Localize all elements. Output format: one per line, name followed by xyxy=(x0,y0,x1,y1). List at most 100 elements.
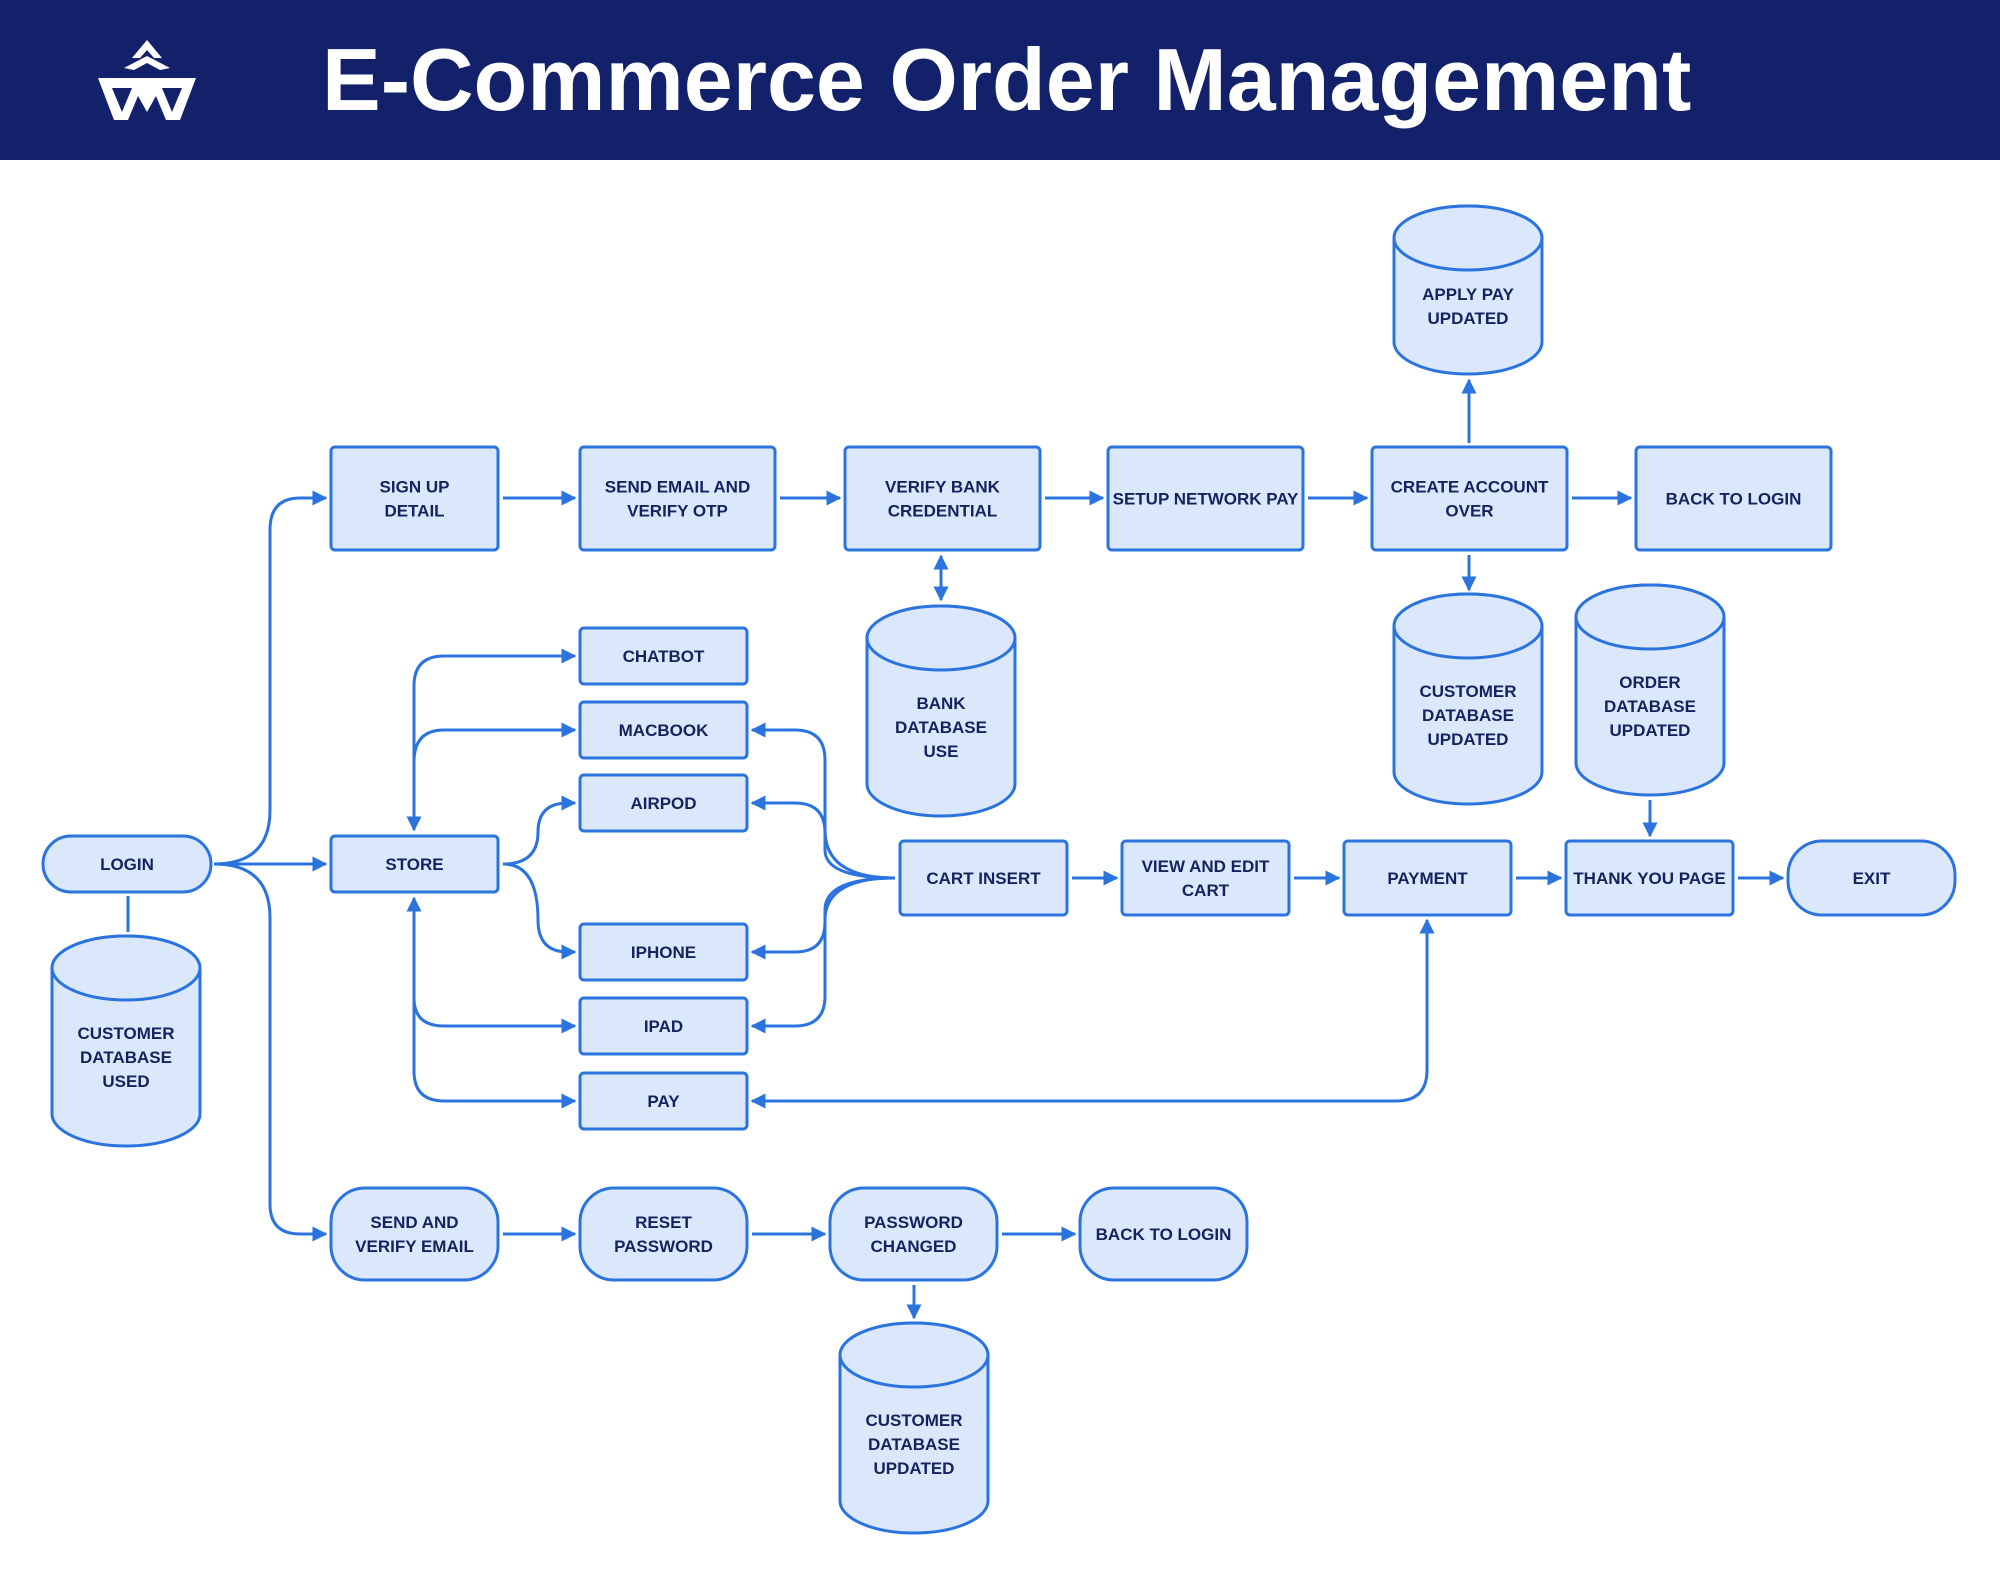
edge-store-to-macbook xyxy=(412,722,577,763)
node-back-to-login-top[interactable]: BACK TO LOGIN xyxy=(1634,445,1833,552)
node-box xyxy=(578,996,749,1056)
node-password-changed[interactable]: PASSWORD CHANGED xyxy=(828,1186,999,1282)
node-label: CREDENTIAL xyxy=(888,502,998,521)
node-macbook[interactable]: MACBOOK xyxy=(578,700,749,760)
edge-store-to-airpod xyxy=(502,795,577,866)
node-label: SEND EMAIL AND xyxy=(605,478,750,497)
node-label: DATABASE xyxy=(1422,706,1514,725)
node-store[interactable]: STORE xyxy=(329,834,500,894)
cylinder-top xyxy=(1392,592,1544,660)
node-label: SIGN UP xyxy=(380,478,450,497)
node-box xyxy=(828,1186,999,1282)
node-send-email-verify-otp[interactable]: SEND EMAIL AND VERIFY OTP xyxy=(578,445,777,552)
node-box xyxy=(1078,1186,1249,1282)
node-box xyxy=(578,1071,749,1131)
node-verify-bank-credential[interactable]: VERIFY BANK CREDENTIAL xyxy=(843,445,1042,552)
node-box xyxy=(329,445,500,552)
node-label: EXIT xyxy=(1853,869,1891,888)
node-label: CART INSERT xyxy=(926,869,1041,888)
node-box xyxy=(329,1186,500,1282)
node-bank-database-use[interactable]: BANK DATABASE USE xyxy=(865,604,1017,818)
node-label: SETUP NETWORK PAY xyxy=(1113,490,1299,509)
node-cart-insert[interactable]: CART INSERT xyxy=(898,839,1069,917)
node-view-edit-cart[interactable]: VIEW AND EDIT CART xyxy=(1120,839,1291,917)
node-login[interactable]: LOGIN xyxy=(41,834,213,894)
node-label: CHANGED xyxy=(871,1237,957,1256)
cylinder-top xyxy=(50,934,202,1002)
node-box xyxy=(843,445,1042,552)
node-box xyxy=(1786,839,1957,917)
node-box xyxy=(1634,445,1833,552)
node-label: CHATBOT xyxy=(623,647,705,666)
node-label: VERIFY OTP xyxy=(627,502,728,521)
node-box xyxy=(41,834,213,894)
node-send-verify-email[interactable]: SEND AND VERIFY EMAIL xyxy=(329,1186,500,1282)
node-box xyxy=(1564,839,1735,917)
node-box xyxy=(1370,445,1569,552)
node-label: CUSTOMER xyxy=(78,1024,175,1043)
node-sign-up-detail[interactable]: SIGN UP DETAIL xyxy=(329,445,500,552)
node-box xyxy=(578,626,749,686)
node-apply-pay-updated[interactable]: APPLY PAY UPDATED xyxy=(1392,204,1544,376)
node-box xyxy=(898,839,1069,917)
node-label: DATABASE xyxy=(895,718,987,737)
cylinder-top xyxy=(1392,204,1544,272)
node-payment[interactable]: PAYMENT xyxy=(1342,839,1513,917)
node-box xyxy=(578,700,749,760)
node-label: SEND AND xyxy=(370,1213,458,1232)
node-label: UPDATED xyxy=(1610,721,1691,740)
node-label: VERIFY BANK xyxy=(885,478,1001,497)
page-title: E-Commerce Order Management xyxy=(322,30,1692,129)
node-label: DATABASE xyxy=(1604,697,1696,716)
node-label: CREATE ACCOUNT xyxy=(1391,478,1549,497)
node-label: UPDATED xyxy=(1428,309,1509,328)
node-label: BACK TO LOGIN xyxy=(1666,490,1802,509)
node-label: VERIFY EMAIL xyxy=(355,1237,474,1256)
node-box xyxy=(578,773,749,833)
crown-w-logo-icon xyxy=(98,40,196,120)
node-box xyxy=(1342,839,1513,917)
node-setup-network-pay[interactable]: SETUP NETWORK PAY xyxy=(1106,445,1305,552)
node-pay[interactable]: PAY xyxy=(578,1071,749,1131)
node-box xyxy=(578,922,749,982)
node-label: BACK TO LOGIN xyxy=(1096,1225,1232,1244)
node-label: CUSTOMER xyxy=(1420,682,1517,701)
node-label: UPDATED xyxy=(874,1459,955,1478)
node-label: STORE xyxy=(385,855,443,874)
node-label: RESET xyxy=(635,1213,692,1232)
cylinder-top xyxy=(1574,583,1726,651)
node-box xyxy=(1120,839,1291,917)
node-airpod[interactable]: AIRPOD xyxy=(578,773,749,833)
edges-layer xyxy=(126,378,1785,1320)
node-label: AIRPOD xyxy=(630,794,696,813)
node-label: APPLY PAY xyxy=(1422,285,1514,304)
edge-login-to-send-verify-email xyxy=(213,862,328,1242)
node-chatbot[interactable]: CHATBOT xyxy=(578,626,749,686)
node-label: CART xyxy=(1182,881,1230,900)
node-ipad[interactable]: IPAD xyxy=(578,996,749,1056)
node-label: MACBOOK xyxy=(619,721,709,740)
node-label: VIEW AND EDIT xyxy=(1142,857,1270,876)
node-back-to-login-bottom[interactable]: BACK TO LOGIN xyxy=(1078,1186,1249,1282)
node-exit[interactable]: EXIT xyxy=(1786,839,1957,917)
node-box xyxy=(1106,445,1305,552)
node-label: BANK xyxy=(916,694,966,713)
node-label: USE xyxy=(924,742,959,761)
header-bar: E-Commerce Order Management xyxy=(0,0,2000,160)
edge-store-to-ipad xyxy=(406,896,577,1034)
node-label: PASSWORD xyxy=(864,1213,963,1232)
node-label: DETAIL xyxy=(384,502,444,521)
node-label: UPDATED xyxy=(1428,730,1509,749)
node-box xyxy=(329,834,500,894)
node-thank-you-page[interactable]: THANK YOU PAGE xyxy=(1564,839,1735,917)
node-customer-db-updated-top[interactable]: CUSTOMER DATABASE UPDATED xyxy=(1392,592,1544,806)
edge-login-to-sign-up-detail xyxy=(213,490,328,866)
node-iphone[interactable]: IPHONE xyxy=(578,922,749,982)
